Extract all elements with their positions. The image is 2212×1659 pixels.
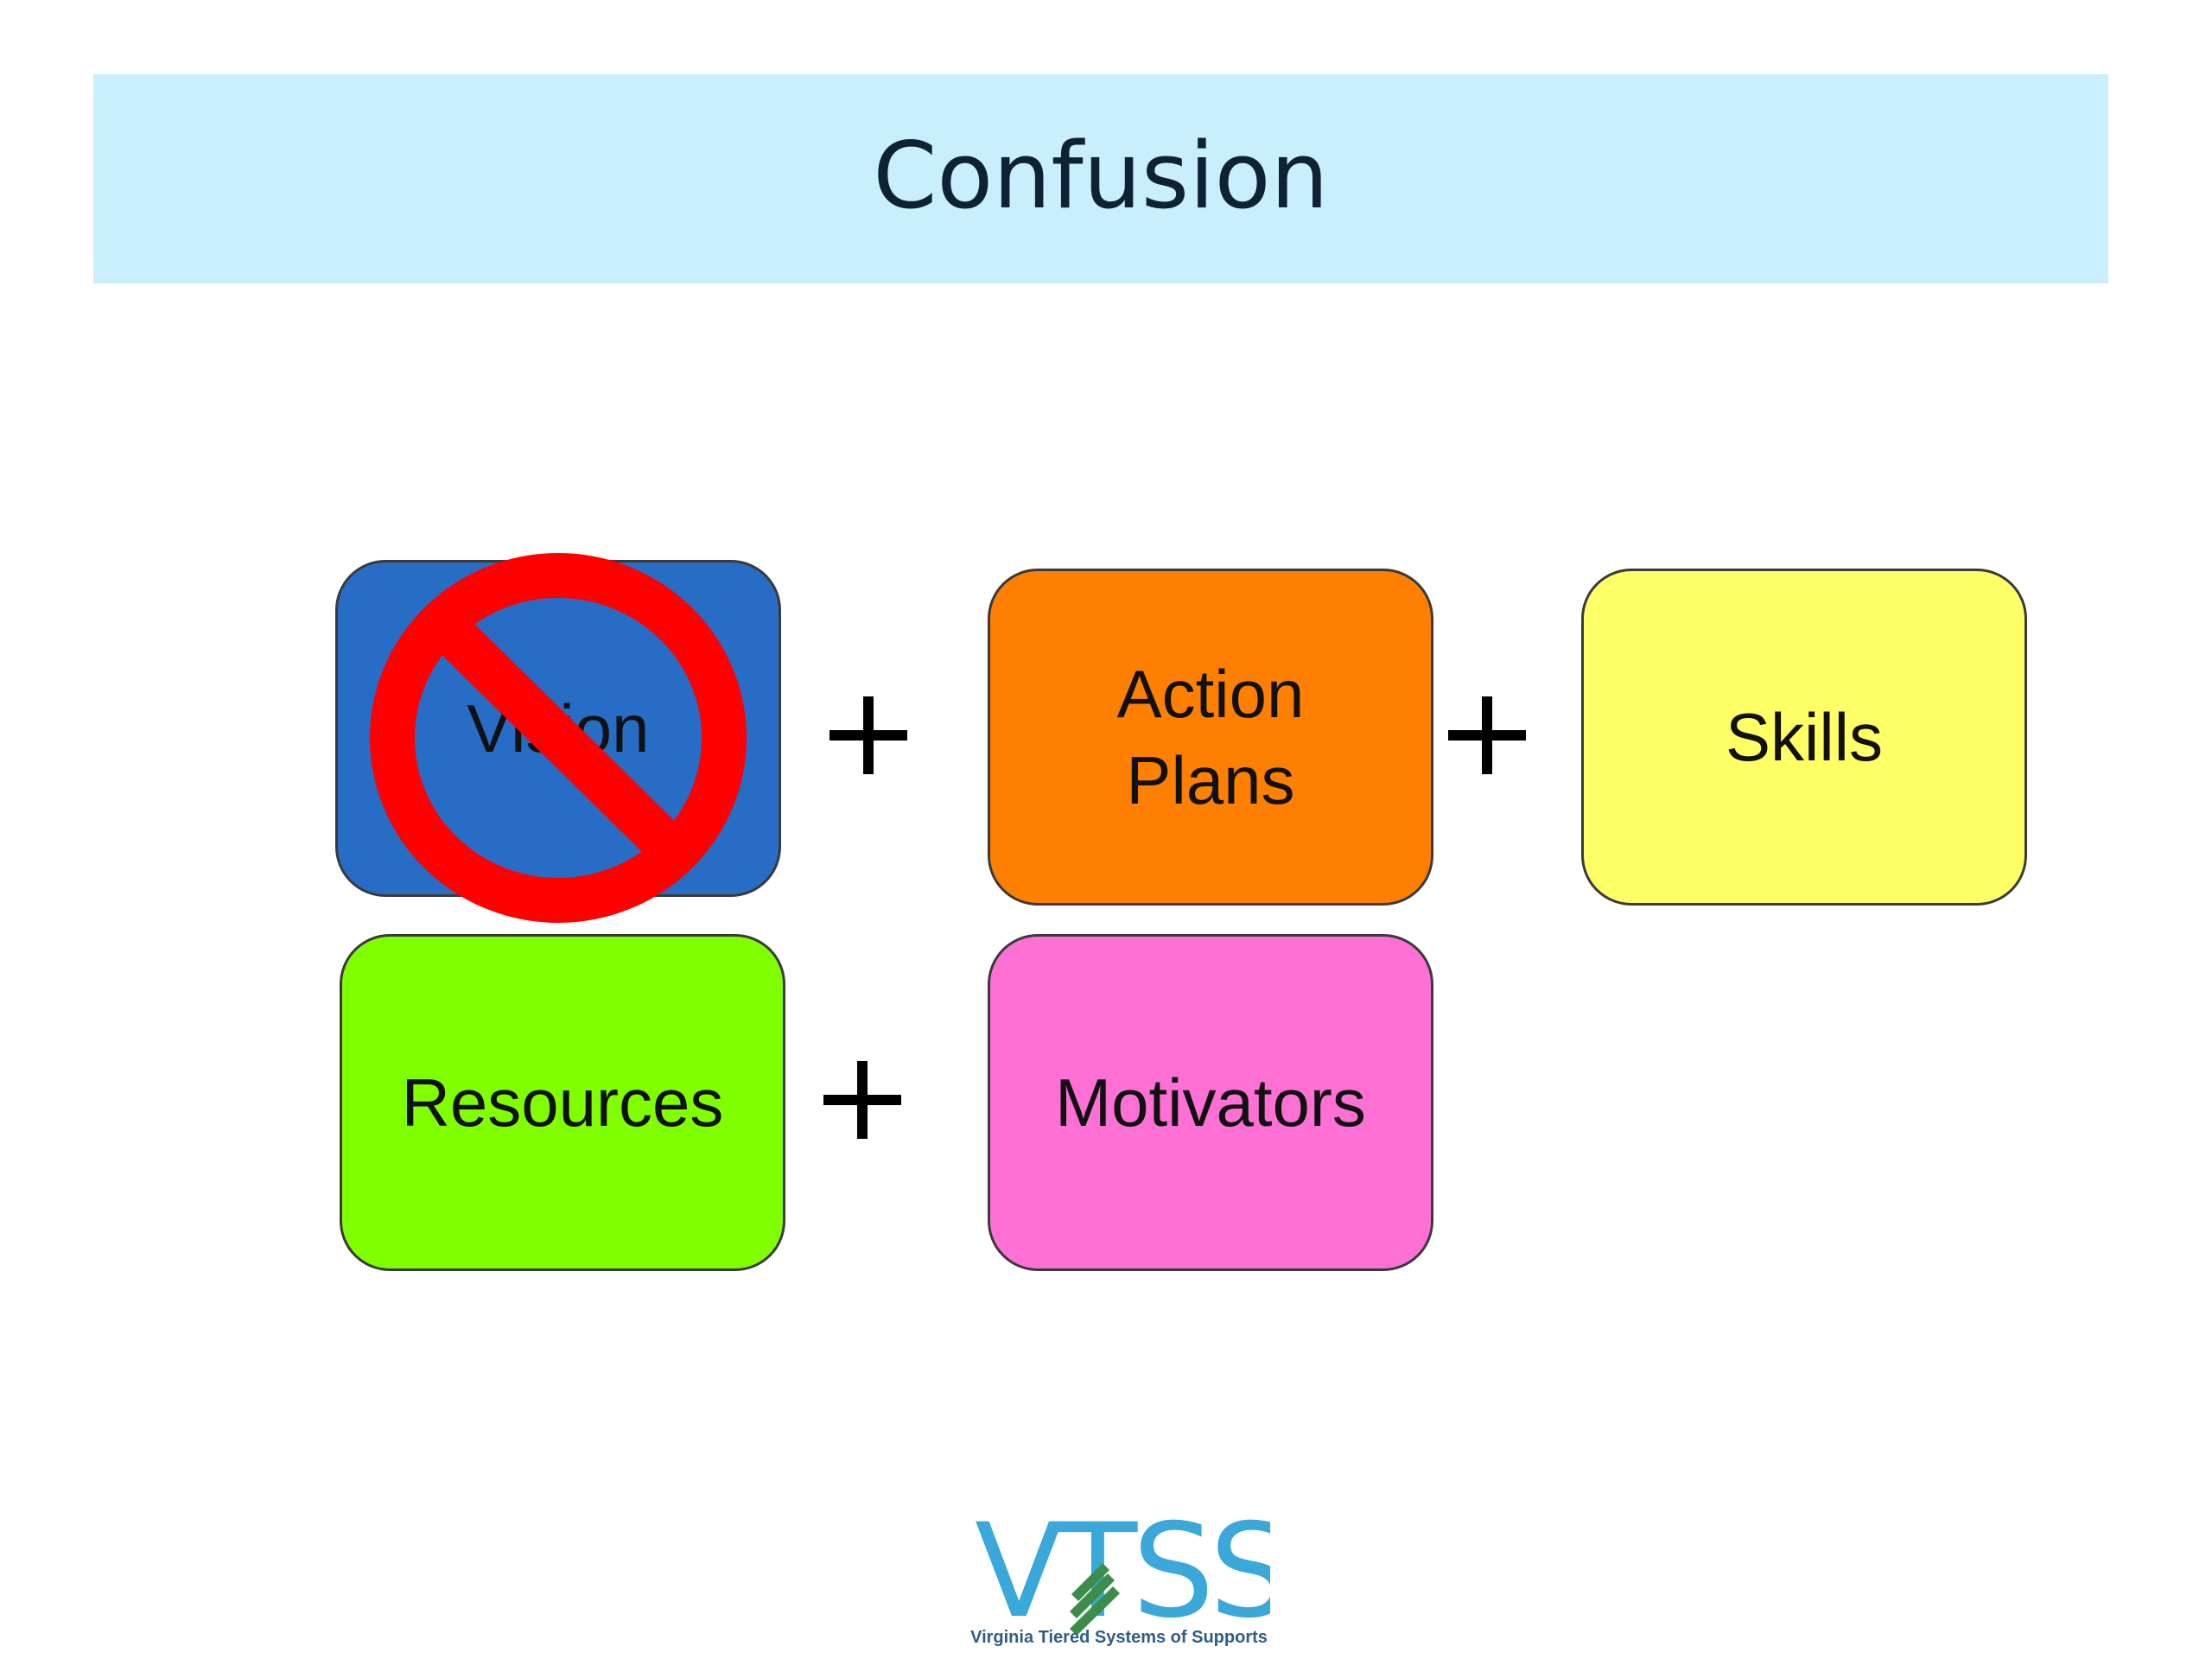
- logo-wordmark: VTSS: [975, 1512, 1270, 1647]
- title-bar: Confusion: [93, 74, 2108, 283]
- card-action-plans: Action Plans: [988, 569, 1433, 906]
- card-motivators-label: Motivators: [1055, 1065, 1366, 1141]
- slide-title: Confusion: [873, 122, 1329, 229]
- card-skills-label: Skills: [1725, 699, 1883, 775]
- card-action-label-line1: Action: [1116, 656, 1305, 732]
- card-skills: Skills: [1581, 569, 2027, 906]
- vtss-logo: VTSS: [975, 1512, 1270, 1647]
- no-sign-icon: [370, 553, 747, 923]
- card-motivators: Motivators: [988, 934, 1433, 1271]
- logo-caption: Virginia Tiered Systems of Supports: [970, 1628, 1268, 1647]
- card-resources: Resources: [340, 934, 785, 1271]
- plus-sign-3: [823, 1061, 901, 1139]
- logo-stripes: [1070, 1563, 1120, 1636]
- plus-sign-2: [1448, 696, 1526, 774]
- plus-sign-1: [830, 696, 907, 774]
- card-resources-label: Resources: [401, 1065, 724, 1141]
- card-action-label-line2: Plans: [1126, 742, 1295, 818]
